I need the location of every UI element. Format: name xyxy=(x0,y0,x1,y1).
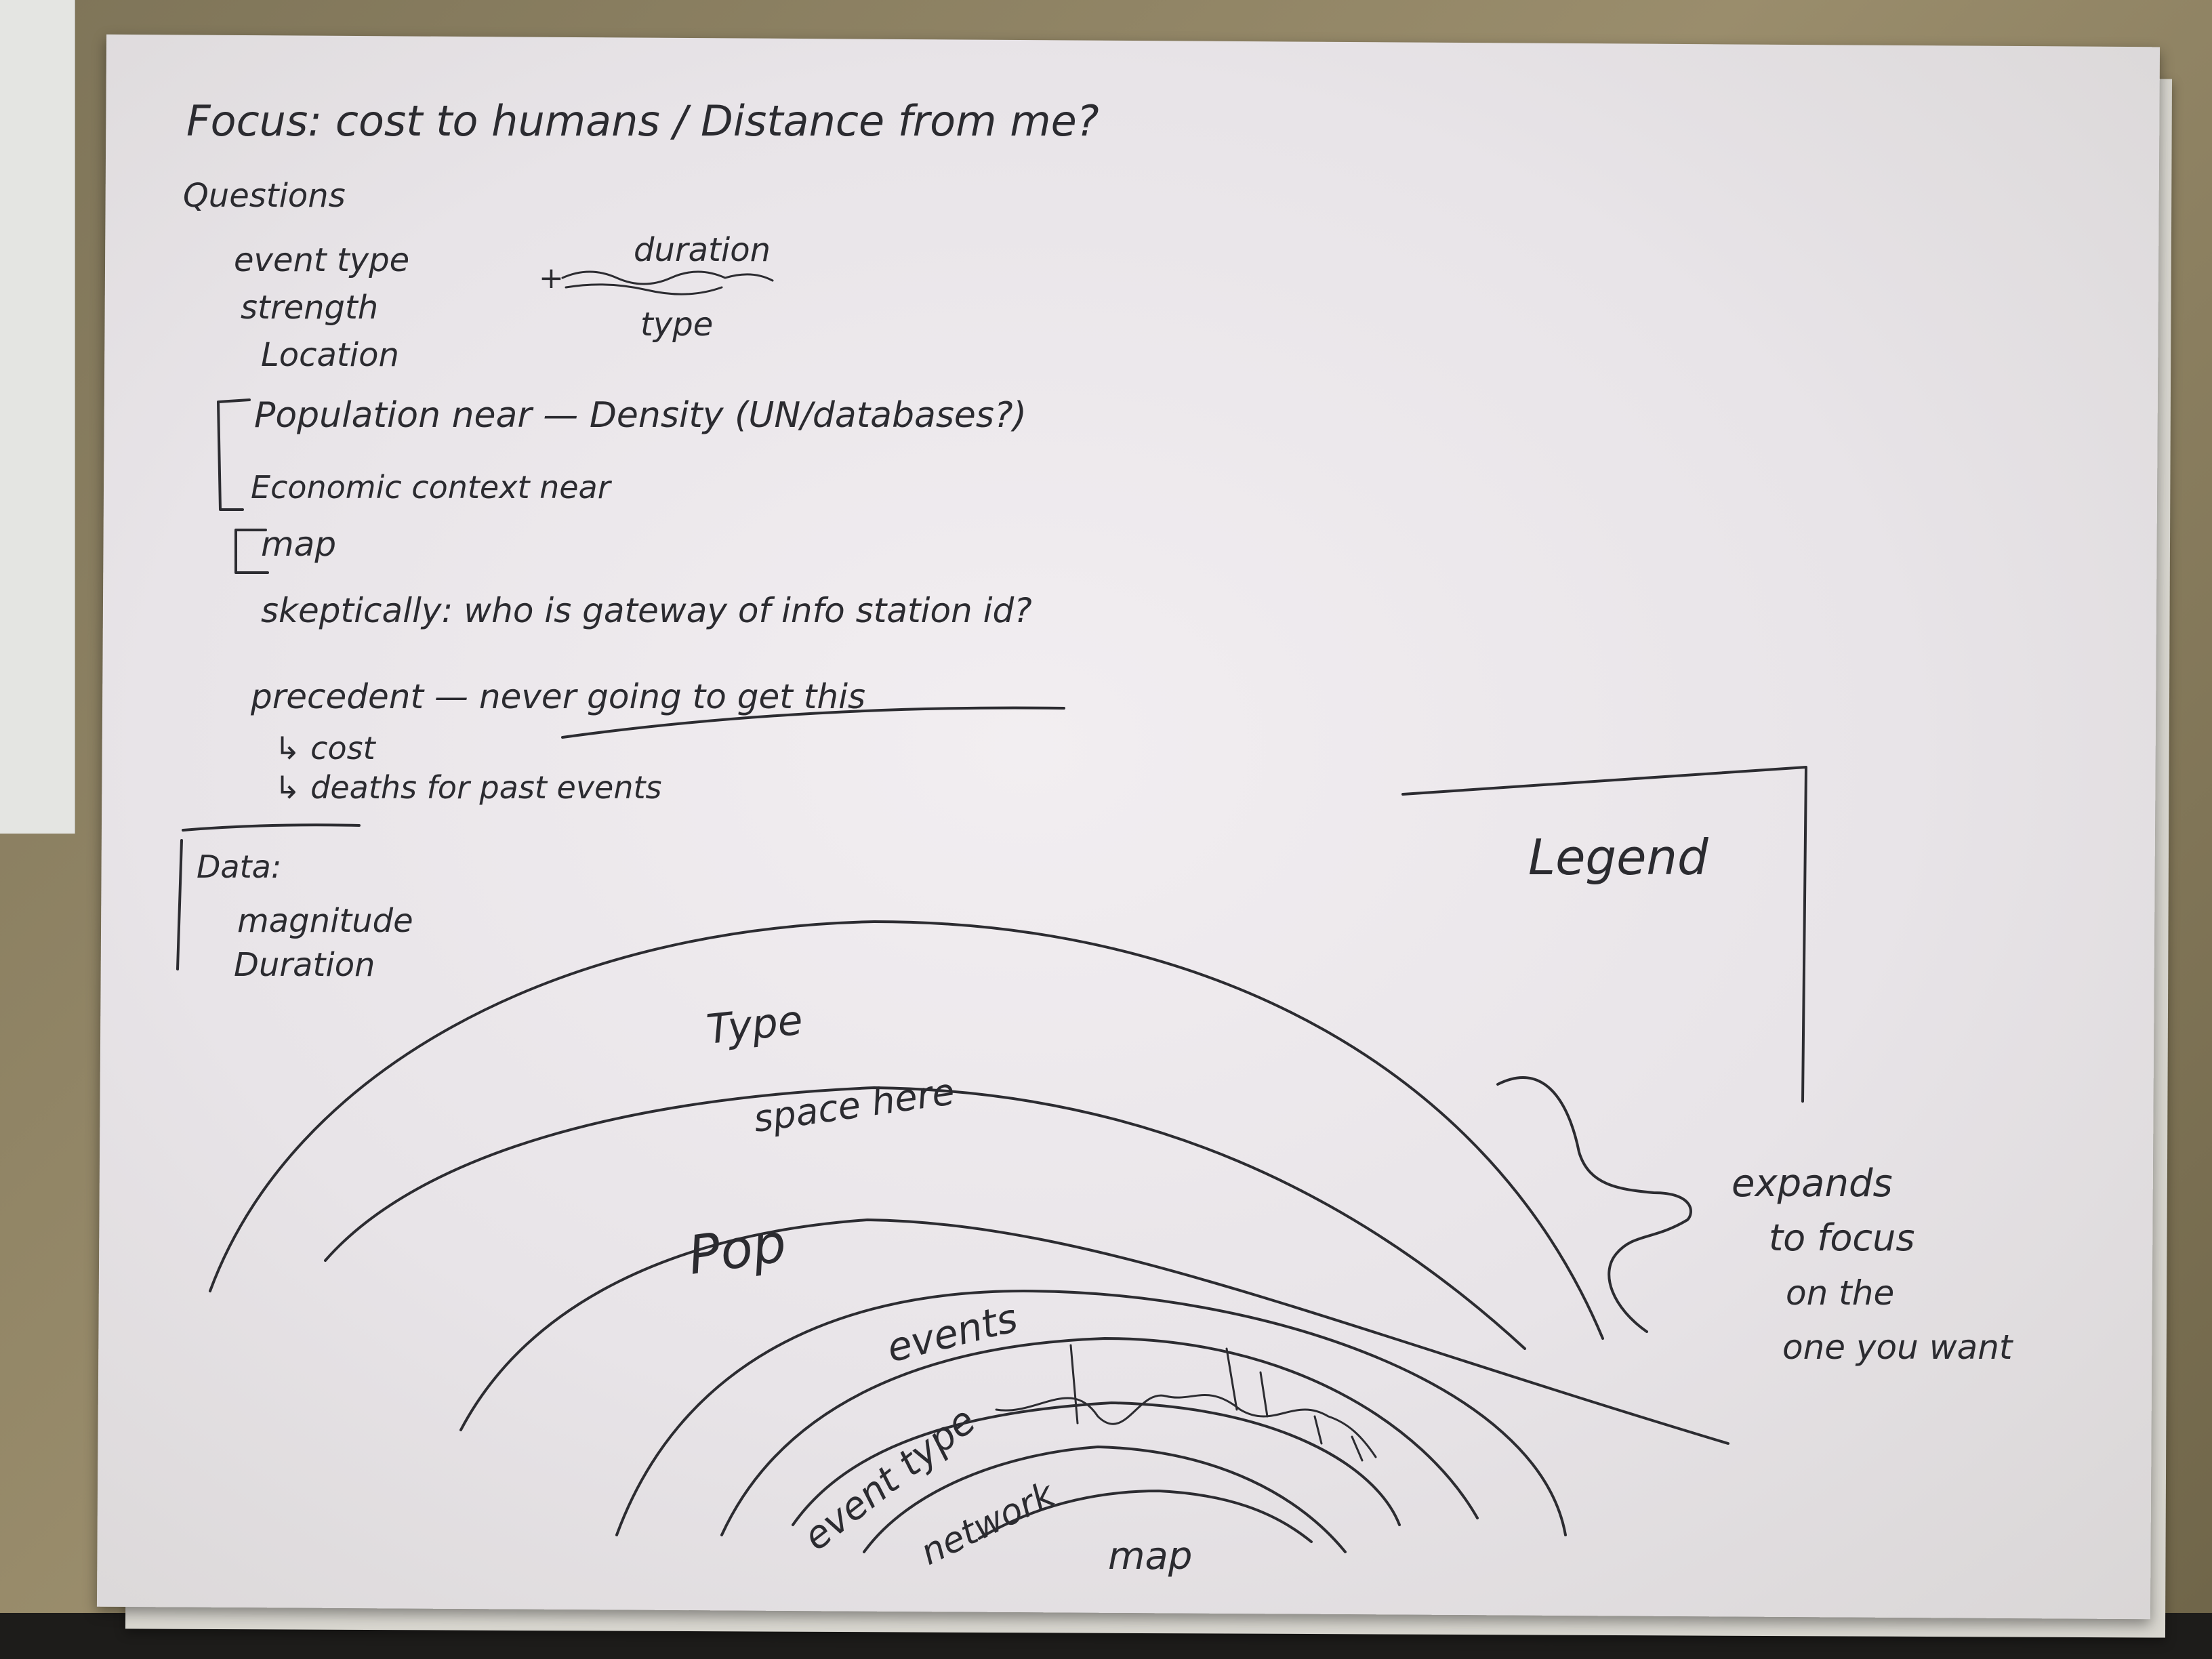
scribble-out xyxy=(561,270,774,295)
expands-line-4: one you want xyxy=(1782,1328,2014,1367)
legend-box xyxy=(1401,766,1807,1103)
ring-space-outer xyxy=(324,1086,1526,1350)
ring-type-outer xyxy=(209,920,1604,1340)
ring-network-label: network xyxy=(914,1473,1062,1573)
skeptically-note: skeptically: who is gateway of info stat… xyxy=(261,591,1032,630)
expands-line-2: to focus xyxy=(1769,1216,1914,1259)
event-type-note: event type xyxy=(234,241,409,279)
precedent-underline xyxy=(561,706,1065,739)
map-note: map xyxy=(261,525,336,564)
duration-note: duration xyxy=(634,231,771,269)
precedent-note: precedent — never going to get this xyxy=(250,677,865,716)
event-squiggle xyxy=(995,1394,1377,1458)
questions-heading: Questions xyxy=(183,177,346,215)
population-note: Population near — Density (UN/databases?… xyxy=(254,395,1027,436)
event-ticks xyxy=(1069,1344,1364,1462)
ring-event-type xyxy=(792,1401,1401,1526)
location-note: Location xyxy=(261,336,399,374)
magnitude-note: magnitude xyxy=(237,902,413,940)
expands-line-3: on the xyxy=(1786,1273,1894,1313)
cost-note: ↳ cost xyxy=(274,730,377,766)
ring-map-label: map xyxy=(1108,1534,1192,1578)
focus-line: Focus: cost to humans / Distance from me… xyxy=(186,96,1099,146)
ring-space-label: space here xyxy=(751,1070,957,1141)
ring-pop-inner xyxy=(615,1290,1567,1536)
divider-line xyxy=(182,823,361,832)
ring-network xyxy=(863,1446,1347,1553)
plus-sign: + xyxy=(539,261,564,295)
ring-pop-outer xyxy=(459,1218,1729,1445)
bracket-population xyxy=(217,398,251,511)
expands-line-1: expands xyxy=(1732,1162,1893,1206)
data-heading: Data: xyxy=(197,848,281,885)
economic-note: Economic context near xyxy=(251,469,613,506)
side-sheet xyxy=(0,0,75,834)
deaths-note: ↳ deaths for past events xyxy=(274,769,662,806)
ring-events xyxy=(720,1337,1479,1536)
data-duration-note: Duration xyxy=(234,946,375,984)
strength-note: strength xyxy=(241,289,378,327)
legend-label: Legend xyxy=(1528,829,1709,886)
data-bracket xyxy=(176,839,183,970)
expands-brace xyxy=(1496,1076,1692,1333)
ring-type-label: Type xyxy=(704,996,804,1053)
ring-map xyxy=(978,1490,1313,1543)
bracket-map xyxy=(234,529,269,574)
ring-pop-label: Pop xyxy=(684,1213,790,1287)
type-note: type xyxy=(640,306,713,344)
